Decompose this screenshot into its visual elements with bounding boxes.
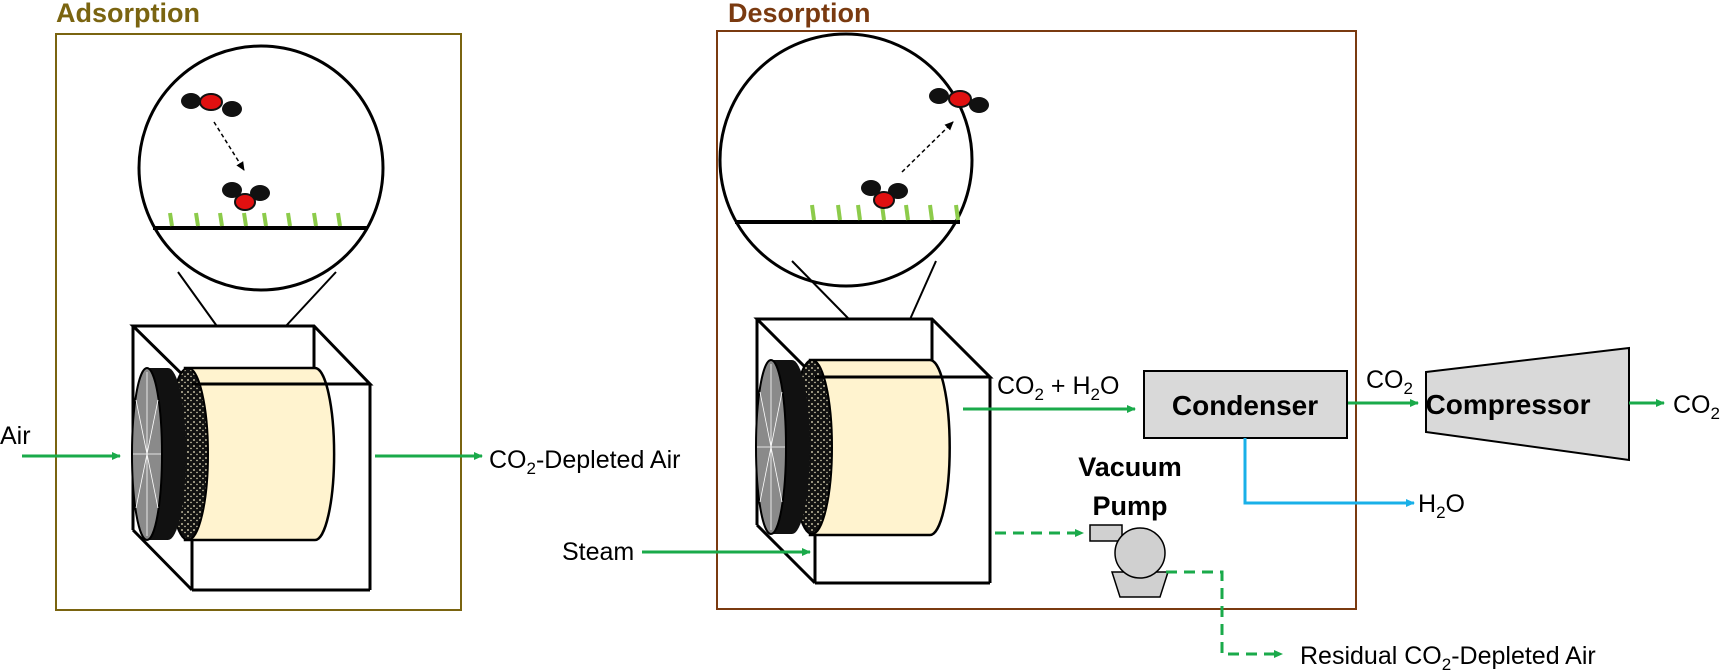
desorption-contactor [753,317,994,585]
steam-label: Steam [562,538,634,566]
co2-molecule-bound [861,180,908,209]
adsorption-title: Adsorption [56,0,200,28]
co2-molecule-adsorbed [222,182,270,211]
adsorption-zoom-circle [137,44,385,292]
co2-molecule-incoming [181,93,242,117]
desorption-title: Desorption [728,0,871,28]
vacuum-pump-label-line2: Pump [1092,491,1167,521]
desorption-frame [716,30,1357,610]
compressor-unit [1425,346,1630,462]
desorption-direction-arrow [901,121,954,173]
co2-product-label: CO2 [1673,391,1720,423]
co2-mid-label: CO2 [1366,366,1413,398]
water-outlet-arrow [1243,438,1415,507]
adsorption-direction-arrow [213,121,245,171]
residual-air-label: Residual CO2-Depleted Air [1300,642,1596,672]
condenser-label: Condenser [1172,390,1318,421]
h2o-label: H2O [1418,490,1465,522]
co2-depleted-air-label: CO2-Depleted Air [489,446,681,478]
desorption-zoom-circle [718,32,989,288]
vacuum-pump-label-line1: Vacuum [1078,452,1182,482]
condenser-unit [1143,370,1348,439]
adsorption-frame [55,33,462,611]
adsorption-contactor [129,324,374,592]
air-label: Air [0,422,31,450]
co2-h2o-label: CO2 + H2O [997,372,1119,404]
compressor-label: Compressor [1426,389,1591,420]
sorbent-sites [168,212,342,227]
residual-air-line [1166,570,1283,658]
vacuum-pump-icon [1089,524,1170,598]
co2-molecule-released [929,88,989,113]
